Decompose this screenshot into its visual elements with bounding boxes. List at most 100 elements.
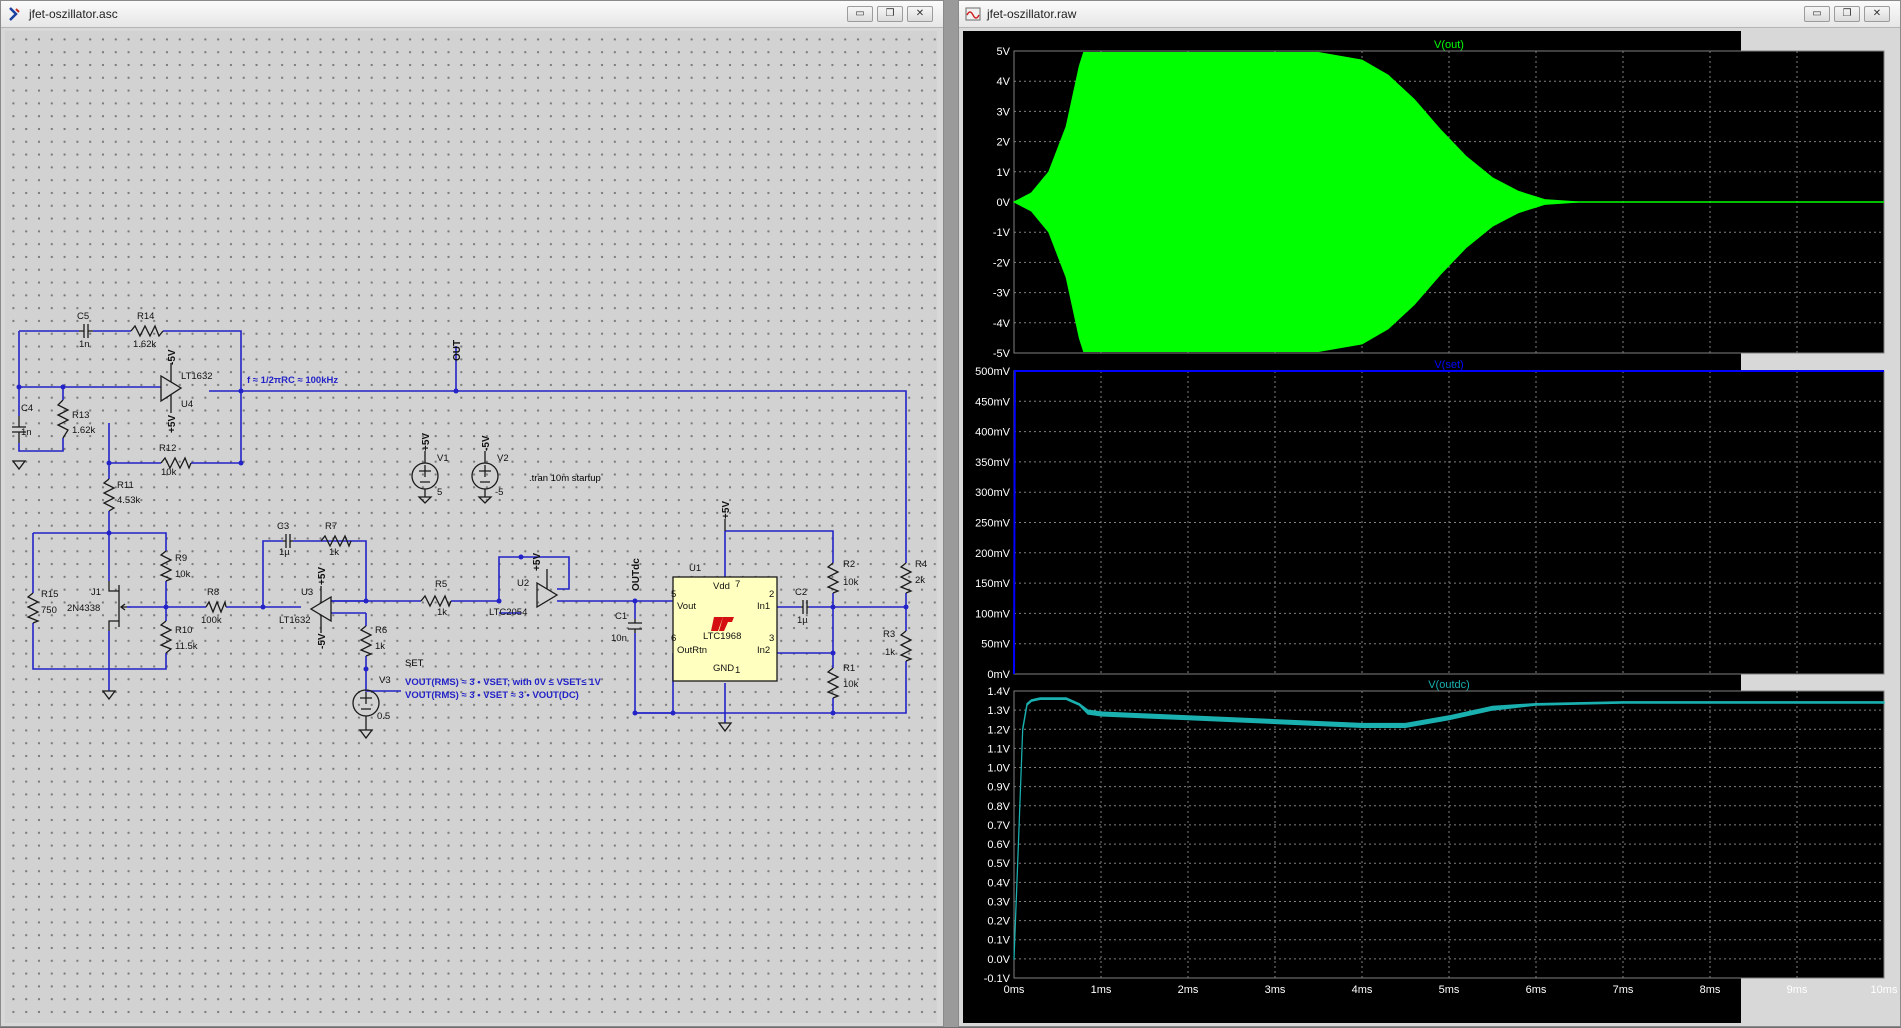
y-tick-label: -5V [993,348,1011,360]
waveform-plots: 5V4V3V2V1V0V-1V-2V-3V-4V-5VV(out)500mV45… [975,39,1898,996]
v3-value: 0.5 [377,711,390,722]
x-tick-label: 7ms [1613,984,1634,996]
supply-labels: -5V +5V +5V -5V +5V +5V -5V +5V OUT OUTd… [167,340,732,649]
r15-ref: R15 [41,589,58,600]
r7-value: 1k [329,547,339,558]
voutdc-trace [1013,697,1885,960]
waveform-viewer-icon [965,7,981,21]
u1-in2-pin-number: 3 [769,633,774,644]
y-tick-label: -1V [993,227,1011,239]
u4-m5v-label: -5V [167,349,178,365]
x-tick-label: 0ms [1004,984,1025,996]
restore-button[interactable]: ❐ [1834,6,1860,22]
r4-value: 2k [915,575,925,586]
trace-name-label: V(outdc) [1428,679,1470,691]
y-tick-label: 0.8V [987,801,1010,813]
r2-value: 10k [843,577,859,588]
ltc1968-ic-body [672,576,778,682]
y-tick-label: 350mV [975,457,1011,469]
vset-trace [1013,370,1884,675]
y-tick-label: 0.1V [987,935,1010,947]
y-tick-label: 0mV [987,669,1010,681]
r13-value: 1.62k [72,425,95,436]
r15-value: 750 [41,605,57,616]
r3-value: 1k [885,647,895,658]
c4-value: 1n [21,427,32,438]
y-tick-label: 0.0V [987,954,1010,966]
u3-ref: U3 [301,587,313,598]
y-tick-label: 1V [997,167,1011,179]
u4-ref: U4 [181,399,193,410]
c3-ref: C3 [277,521,289,532]
set-net-label: SET [405,658,424,669]
u1-vdd-pin: Vdd [713,581,730,592]
y-tick-label: 150mV [975,578,1011,590]
y-tick-label: -2V [993,257,1011,269]
u2-p5v-label: +5V [532,553,543,571]
r12-value: 10k [161,467,177,478]
close-button[interactable]: ✕ [907,6,933,22]
c3-value: 1µ [279,547,290,558]
u2-ref: U2 [517,578,529,589]
tran-directive: .tran 10m startup [529,473,601,484]
c1-value: 10n [611,633,627,644]
r6-ref: R6 [375,625,387,636]
r13-ref: R13 [72,410,89,421]
y-tick-label: 500mV [975,366,1011,378]
y-tick-label: 0V [997,197,1011,209]
y-tick-label: 1.4V [987,686,1010,698]
r14-ref: R14 [137,311,154,322]
vout-equation-1: VOUT(RMS) ≈ 3 • VSET; with 0V ≤ VSET≤ 1V [405,677,601,688]
trace-name-label: V(out) [1434,39,1464,51]
y-tick-label: 0.3V [987,896,1010,908]
schematic-titlebar[interactable]: jfet-oszillator.asc ▭ ❐ ✕ [1,1,943,28]
schematic-window[interactable]: jfet-oszillator.asc ▭ ❐ ✕ [0,0,944,1027]
y-tick-label: 1.2V [987,724,1010,736]
minimize-button[interactable]: ▭ [1804,6,1830,22]
u1-gnd-pin: GND [713,663,734,674]
y-tick-label: 5V [997,46,1011,58]
y-tick-label: 1.0V [987,763,1010,775]
waveform-titlebar[interactable]: jfet-oszillator.raw ▭ ❐ ✕ [959,1,1900,28]
r3-ref: R3 [883,629,895,640]
y-tick-label: -0.1V [984,973,1011,985]
x-tick-label: 9ms [1787,984,1808,996]
v2-value: -5 [495,487,503,498]
u1-vout-pin: Vout [677,601,696,612]
y-tick-label: 300mV [975,487,1011,499]
u4-p5v-label: +5V [167,415,178,433]
y-tick-label: 50mV [981,639,1010,651]
r9-value: 10k [175,569,191,580]
restore-button[interactable]: ❐ [877,6,903,22]
u1-model: LTC1968 [703,631,741,642]
minimize-button[interactable]: ▭ [847,6,873,22]
y-tick-label: 1.1V [987,743,1010,755]
y-tick-label: 200mV [975,548,1011,560]
c5-value: 1n [79,339,90,350]
ltspice-schematic-icon [9,7,20,21]
component-symbols [11,324,913,740]
x-tick-label: 5ms [1439,984,1460,996]
u3-m5v-label: -5V [317,633,328,649]
close-button[interactable]: ✕ [1864,6,1890,22]
schematic-canvas[interactable]: C5 1n R14 1.62k C4 1n R13 1.62k R12 10k … [5,31,937,1023]
y-tick-label: 4V [997,76,1011,88]
x-tick-label: 1ms [1091,984,1112,996]
r11-ref: R11 [117,480,134,491]
r14-value: 1.62k [133,339,156,350]
waveform-window-title: jfet-oszillator.raw [987,7,1077,21]
r1-value: 10k [843,679,859,690]
y-tick-label: 1.3V [987,705,1010,717]
c4-ref: C4 [21,403,33,414]
v3-ref: V3 [379,675,391,686]
u4-model: LT1632 [181,371,213,382]
u1-p5v-label: +5V [721,501,732,519]
junction-dots [16,384,909,716]
j1-ref: J1 [91,587,101,598]
y-tick-label: 0.6V [987,839,1010,851]
y-tick-label: 250mV [975,518,1011,530]
u3-p5v-label: +5V [317,567,328,585]
y-tick-label: 3V [997,106,1011,118]
